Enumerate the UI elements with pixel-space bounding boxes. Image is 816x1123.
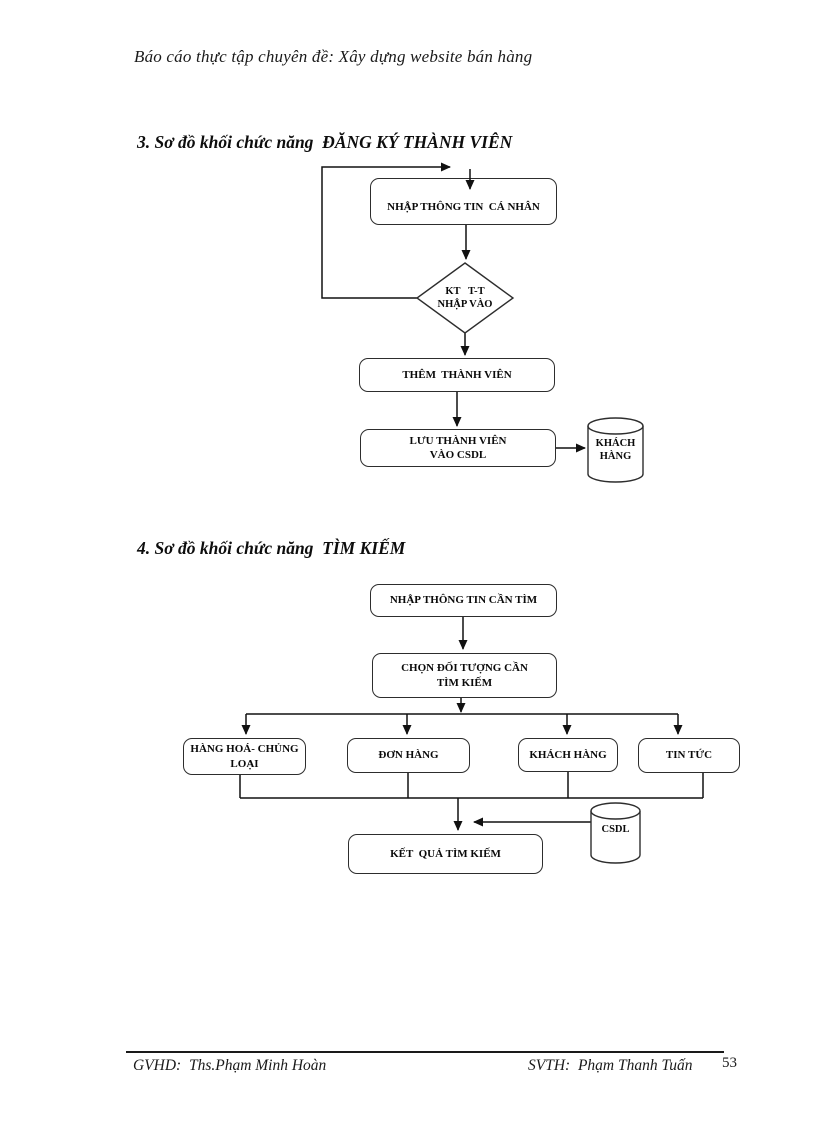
footer-advisor: GVHD: Ths.Phạm Minh Hoàn <box>133 1057 327 1074</box>
node-customers: KHÁCH HÀNG <box>518 738 618 772</box>
section-3-heading: 3. Sơ đồ khối chức năng ĐĂNG KÝ THÀNH VI… <box>137 132 513 152</box>
node-input-personal-info: NHẬP THÔNG TIN CÁ NHÂN <box>370 178 557 225</box>
node-save-member: LƯU THÀNH VIÊN VÀO CSDL <box>360 429 556 467</box>
node-news: TIN TỨC <box>638 738 740 773</box>
csdl-db-label: CSDL <box>601 824 630 836</box>
customer-db-label: KHÁCH HÀNG <box>595 437 636 462</box>
node-add-member: THÊM THÀNH VIÊN <box>359 358 555 392</box>
node-choose-target: CHỌN ĐỐI TƯỢNG CẦN TÌM KIẾM <box>372 653 557 698</box>
footer-rule <box>126 1051 724 1053</box>
node-check-input-label: KT T-T NHẬP VÀO <box>437 285 493 310</box>
search-flow-edges <box>239 617 704 831</box>
node-input-search-info: NHẬP THÔNG TIN CẦN TÌM <box>370 584 557 617</box>
csdl-db-cylinder <box>590 802 641 864</box>
node-orders: ĐƠN HÀNG <box>347 738 470 773</box>
page-number: 53 <box>722 1055 737 1071</box>
registration-flow-edges <box>321 162 586 453</box>
decision-diamond <box>415 262 515 334</box>
document-header: Báo cáo thực tập chuyên đề: Xây dựng web… <box>134 47 533 66</box>
customer-db-cylinder <box>587 417 644 483</box>
footer-student: SVTH: Phạm Thanh Tuấn <box>528 1057 693 1074</box>
node-search-result: KẾT QUẢ TÌM KIẾM <box>348 834 543 874</box>
section-4-heading: 4. Sơ đồ khối chức năng TÌM KIẾM <box>137 538 406 558</box>
node-products-categories: HÀNG HOÁ- CHỦNG LOẠI <box>183 738 306 775</box>
